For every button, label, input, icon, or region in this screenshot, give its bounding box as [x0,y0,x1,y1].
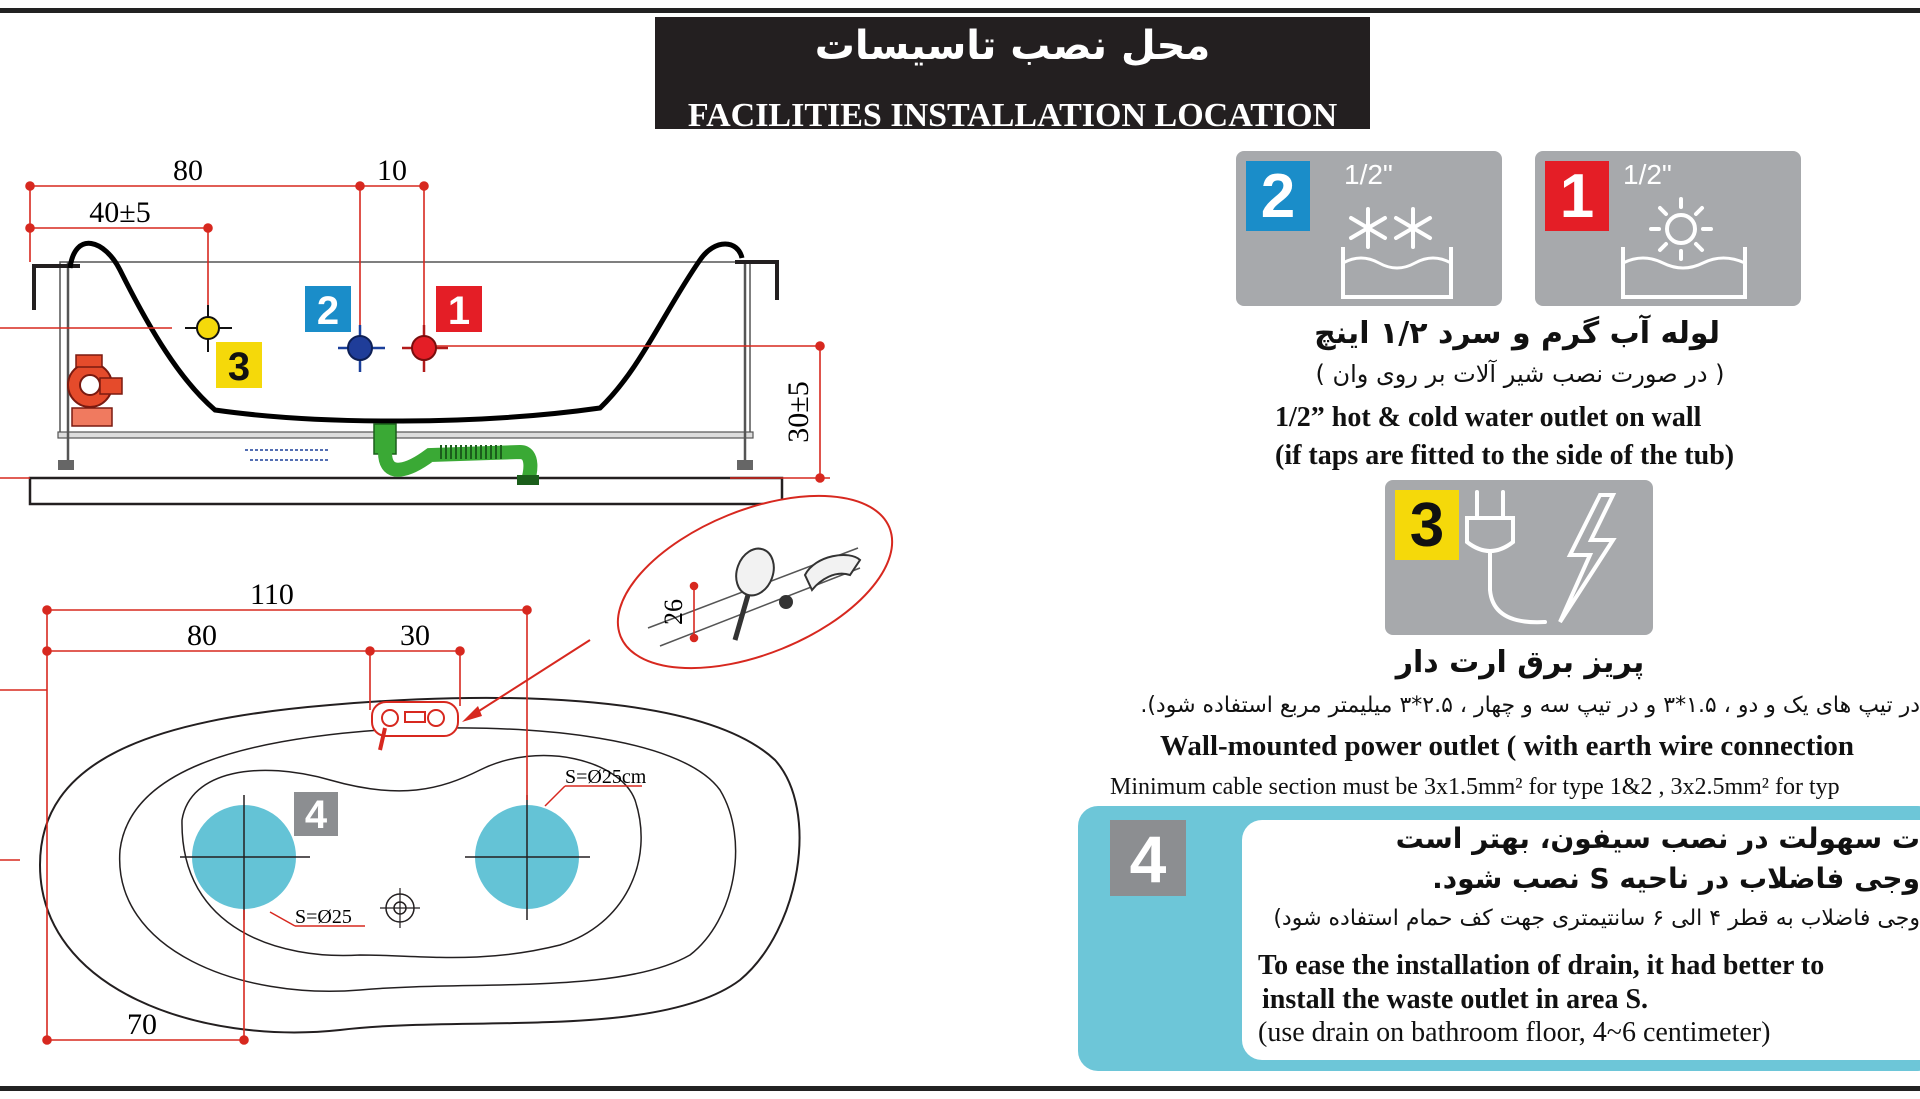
floor-drain-symbol [380,888,420,928]
tub-base [28,476,784,506]
drain-line1-fa: ت سهولت در نصب سیفون، بهتر است [1395,822,1920,855]
s-small-label: S=Ø25 [295,906,352,928]
drain-badge: 4 [1110,820,1186,896]
wall-tap-icon [371,701,459,751]
hand-shower-icon [732,547,862,641]
power-title-fa: پریز برق ارت دار [1395,645,1645,680]
dim-10-side: 10 [377,154,407,187]
power-tile: 3 [1385,480,1653,635]
water-title-fa: لوله آب گرم و سرد ۱/۲ اینچ [1314,316,1720,351]
water-note-fa: ( در صورت نصب شیر آلات بر روی وان ) [1315,360,1725,388]
title-persian: محل نصب تاسیسات [814,23,1211,69]
drain-note-en: (use drain on bathroom floor, 4~6 centim… [1258,1017,1771,1048]
marker-2: 2 [317,289,339,333]
dim-30-top: 30 [400,619,430,652]
left-rim [32,264,80,310]
side-view: 80 10 40±5 30±5 3 2 1 [0,154,830,506]
cold-outlet-point [338,325,385,372]
top-border [0,8,1920,13]
dim-26-detail: 26 [659,599,688,625]
hot-water-tile: 1 1/2" [1535,151,1801,306]
hot-outlet-point [402,325,448,372]
sun-icon [1621,197,1747,299]
marker-1-box [436,286,482,332]
cold-water-size: 1/2" [1344,159,1393,190]
drain-pipe [378,444,538,483]
cold-water-tile: 2 1/2" [1236,151,1502,306]
top-view: 4 S=Ø25cm S=Ø25 110 80 30 70 [0,494,894,1045]
drain-text-panel [1242,820,1920,1060]
marker-1: 1 [448,289,470,333]
marker-4-box [294,792,338,836]
dim-80-side: 80 [173,154,203,187]
dim-30-side: 30±5 [782,381,815,442]
tub-inner-outline [181,754,642,959]
water-note-en: (if taps are fitted to the side of the t… [1275,440,1735,471]
plug-lightning-icon [1465,490,1617,625]
overflow-pipe [245,449,330,461]
drain-line2-fa: وجی فاضلاب در ناحیه S نصب شود. [1432,862,1920,895]
installation-diagram: 80 10 40±5 30±5 3 2 1 [0,154,894,1045]
drain-note-fa: وجی فاضلاب به قطر ۴ الی ۶ سانتیمتری جهت … [1273,906,1920,931]
marker-2-box [305,286,351,332]
pump-icon [67,354,123,427]
drain-line1-en: To ease the installation of drain, it ha… [1258,950,1825,981]
snowflake-icon [1341,207,1453,299]
marker-3: 3 [228,345,250,389]
power-note-fa: در تیپ های یک و دو ، ۱.۵*۳ و در تیپ سه و… [1140,693,1920,718]
power-title-en: Wall-mounted power outlet ( with earth w… [1160,730,1855,762]
detail-callout: 26 [462,494,894,722]
power-badge: 3 [1395,490,1459,560]
power-outlet-point [185,305,232,352]
marker-3-box [216,342,262,388]
dim-110-top: 110 [250,578,294,611]
dim-80-top: 80 [187,619,217,652]
hot-water-size: 1/2" [1623,159,1672,190]
tub-outer-outline [38,696,801,1034]
power-note-en: Minimum cable section must be 3x1.5mm² f… [1110,774,1840,800]
water-title-en: 1/2” hot & cold water outlet on wall [1275,402,1702,433]
s-large-label: S=Ø25cm [565,766,647,788]
dim-70-top: 70 [127,1008,157,1041]
cold-water-badge: 2 [1246,161,1310,231]
drain-line2-en: install the waste outlet in area S. [1262,984,1649,1015]
drain-fitting [373,423,397,455]
dim-40-side: 40±5 [89,196,150,229]
hot-water-badge: 1 [1545,161,1609,231]
marker-4-top: 4 [305,793,328,837]
title-banner: محل نصب تاسیسات FACILITIES INSTALLATION … [655,17,1370,134]
tub-profile [67,240,745,424]
title-english: FACILITIES INSTALLATION LOCATION [687,97,1338,134]
bottom-border [0,1086,1920,1091]
tub-middle-outline [119,727,737,992]
right-rim [735,260,779,300]
